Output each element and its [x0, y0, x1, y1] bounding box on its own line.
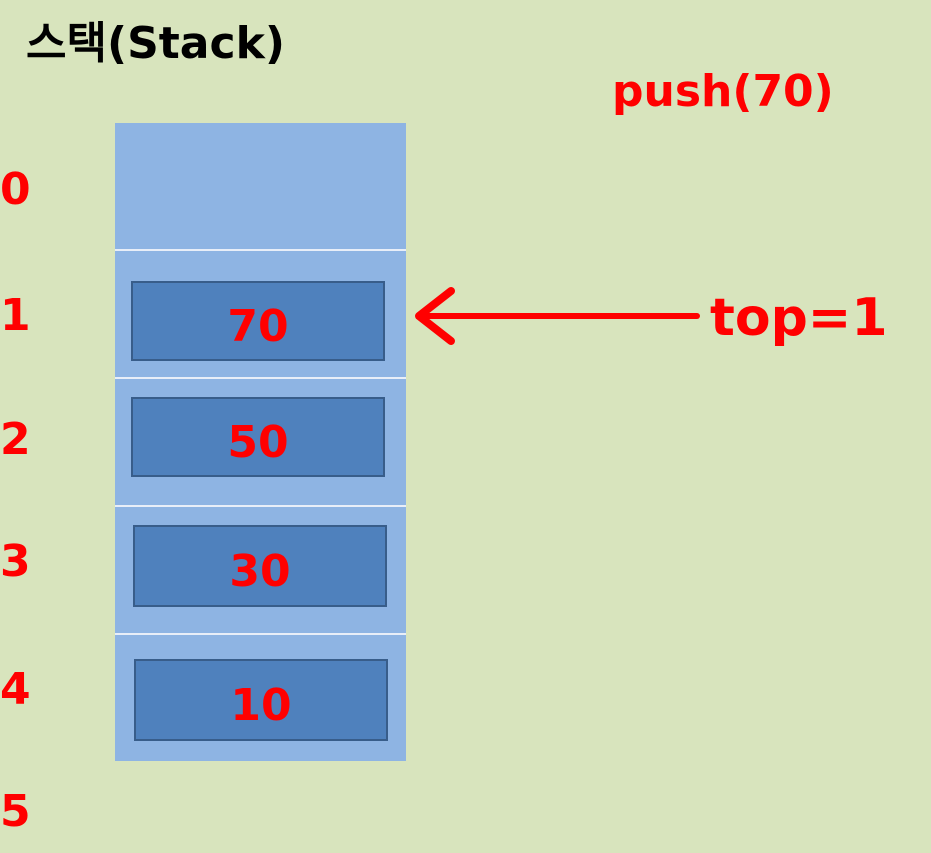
element-value: 70: [227, 301, 289, 352]
element-value: 50: [227, 417, 289, 468]
stack-element: 30: [133, 525, 387, 607]
index-label: 1: [0, 290, 31, 341]
index-label: 0: [0, 164, 31, 215]
index-label: 3: [0, 536, 31, 587]
stack-slot-2: 50: [115, 377, 406, 505]
stack-slot-3: 30: [115, 505, 406, 633]
index-label: 4: [0, 664, 31, 715]
stack-element: 10: [134, 659, 388, 741]
stack-element: 70: [131, 281, 385, 361]
element-value: 30: [229, 546, 291, 597]
index-label: 5: [0, 786, 31, 837]
index-label: 2: [0, 414, 31, 465]
stack-element: 50: [131, 397, 385, 477]
element-value: 10: [230, 680, 292, 731]
diagram-title: 스택(Stack): [26, 18, 285, 69]
stack-container: 70 50 30 10: [115, 123, 406, 761]
stack-slot-4: 10: [115, 633, 406, 761]
stack-slot-1: 70: [115, 249, 406, 377]
top-pointer-arrow: [415, 287, 700, 345]
top-pointer-label: top=1: [710, 288, 888, 348]
stack-slot-0: [115, 123, 406, 249]
operation-label: push(70): [612, 66, 834, 117]
